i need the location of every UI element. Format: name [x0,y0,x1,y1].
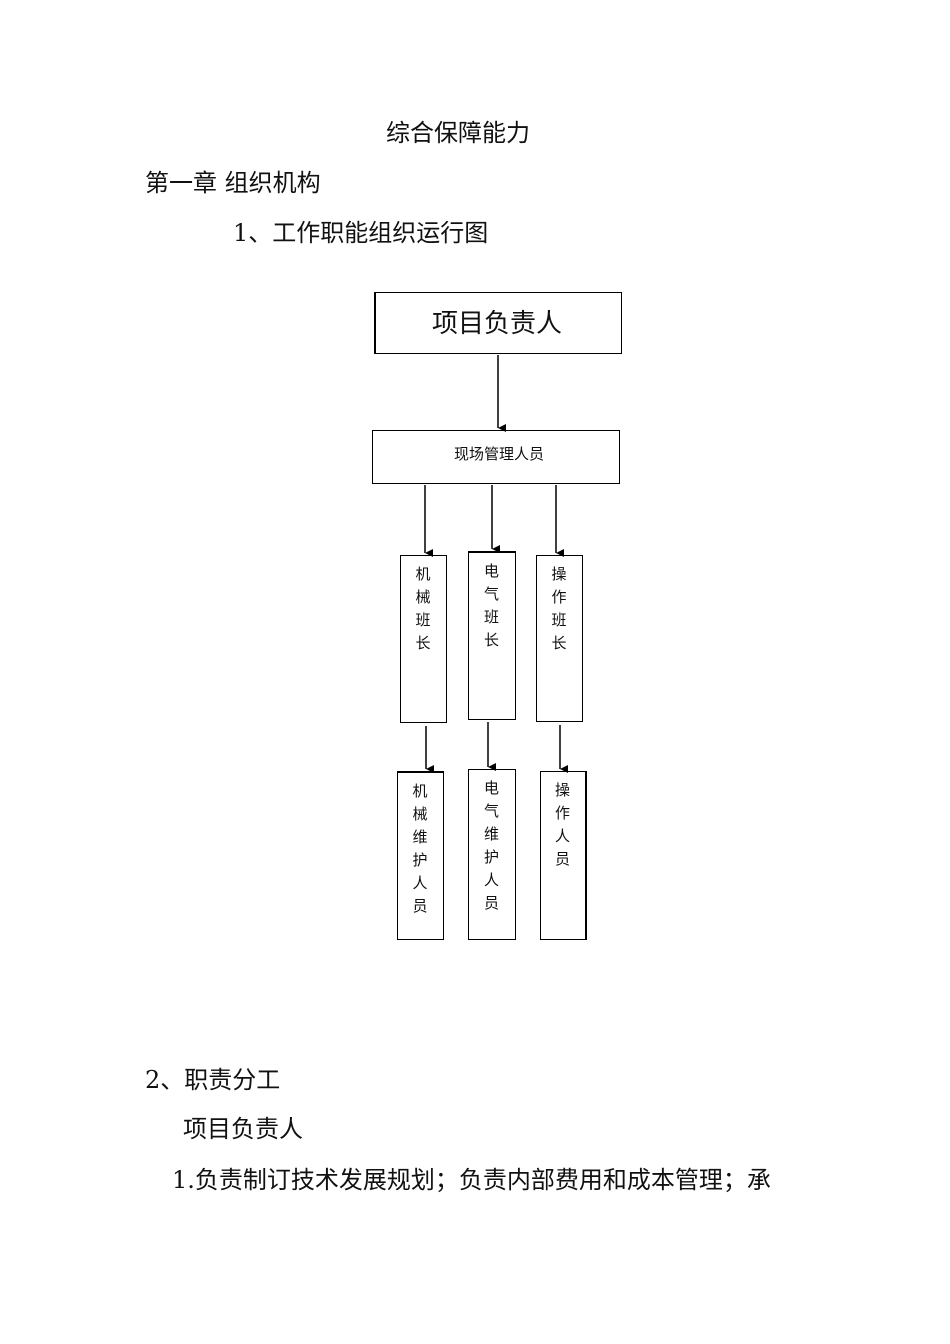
org-node-site-management: 现场管理人员 [372,430,620,484]
org-node-operation-leader: 操作班长 [536,555,583,722]
section-heading-org-chart: 1、工作职能组织运行图 [233,219,489,247]
org-node-label: 机械班长 [413,566,432,658]
section-heading-responsibilities: 2、职责分工 [145,1066,281,1094]
role-heading: 项目负责人 [183,1115,303,1143]
org-node-label: 电气班长 [482,563,500,655]
org-node-label: 项目负责人 [432,309,563,339]
org-node-label: 电气维护人员 [482,780,500,918]
org-node-label: 机械维护人员 [410,783,429,921]
org-node-project-manager: 项目负责人 [374,292,622,354]
org-node-operation-staff: 操作人员 [540,771,587,940]
org-node-mechanical-staff: 机械维护人员 [397,771,444,940]
org-node-electrical-staff: 电气维护人员 [468,769,516,940]
org-node-label: 操作班长 [549,566,568,658]
document-title: 综合保障能力 [386,119,530,147]
org-node-mechanical-leader: 机械班长 [400,555,447,723]
chapter-title: 第一章 组织机构 [145,169,321,197]
org-node-electrical-leader: 电气班长 [468,551,516,720]
org-node-label: 现场管理人员 [454,445,545,463]
org-node-label: 操作人员 [553,782,571,874]
paragraph: 1.负责制订技术发展规划；负责内部费用和成本管理；承 [172,1166,771,1194]
